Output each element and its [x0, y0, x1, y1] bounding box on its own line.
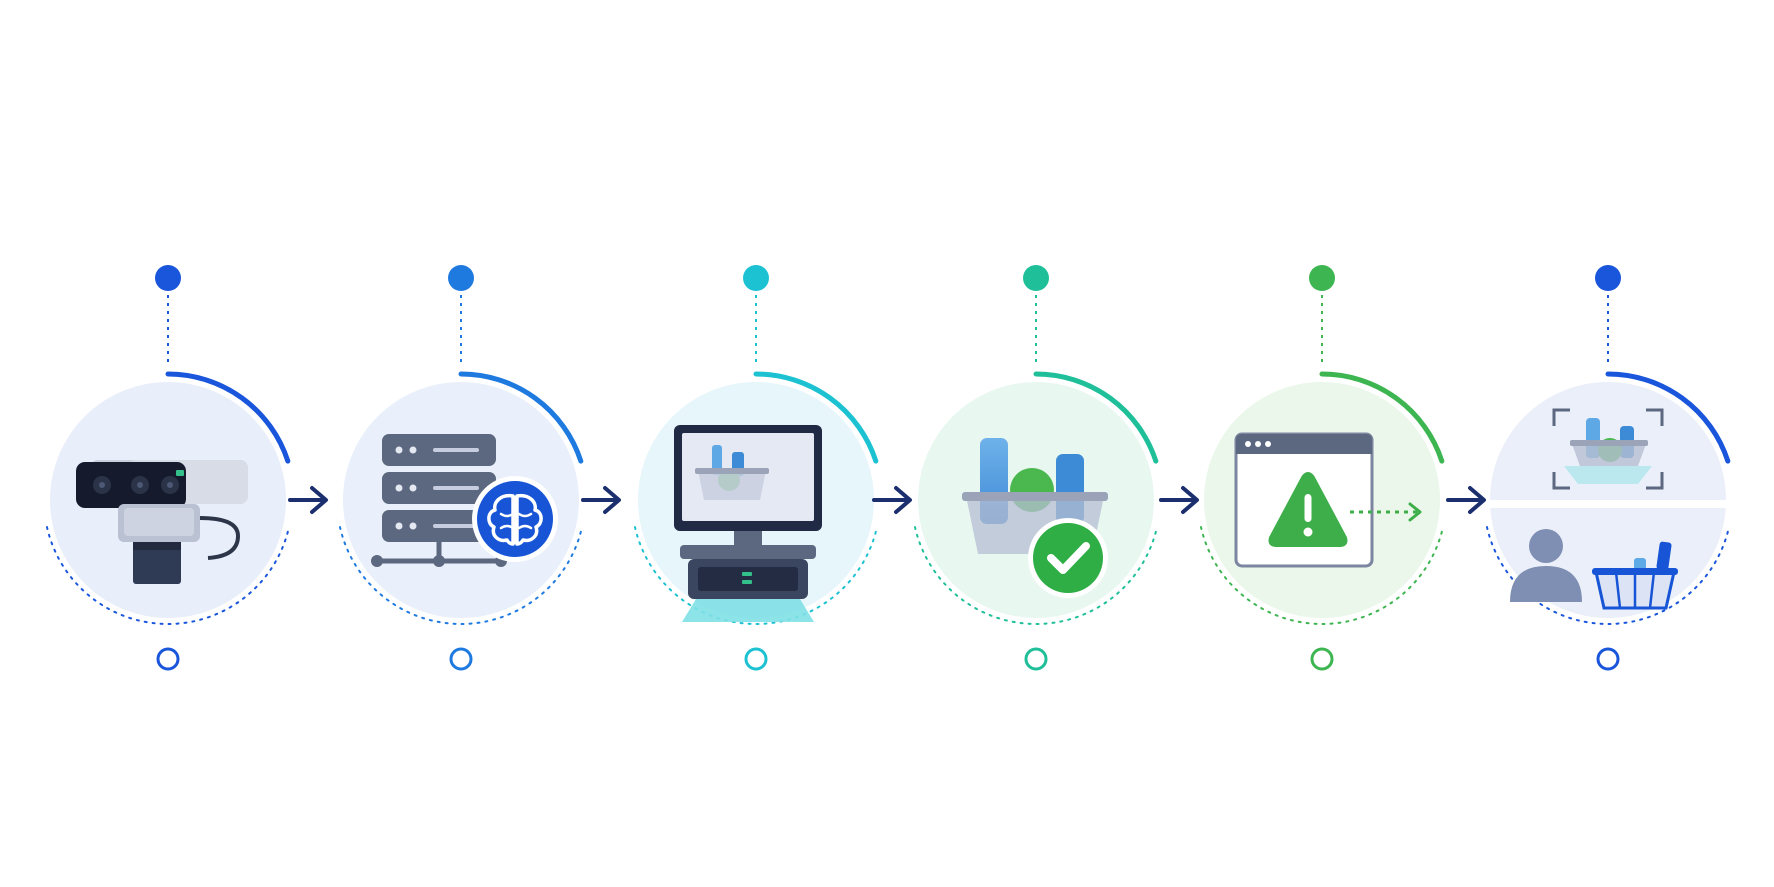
bottom-ring — [1310, 647, 1334, 671]
step-alert — [1199, 265, 1445, 671]
top-pin-dot — [1595, 265, 1621, 291]
progress-arc — [1605, 371, 1731, 464]
flow-arrow-3 — [872, 486, 912, 514]
bottom-ring — [744, 647, 768, 671]
step-review — [1485, 265, 1731, 671]
step-ai-server — [338, 265, 584, 671]
verified-basket-icon — [962, 438, 1108, 598]
progress-arc — [458, 371, 584, 464]
customer-icon — [1510, 529, 1582, 602]
flow-arrow-4 — [1159, 486, 1199, 514]
bottom-ring — [449, 647, 473, 671]
server-brain-icon — [371, 434, 558, 567]
depth-camera-icon — [76, 460, 248, 584]
dotted-frame — [338, 526, 584, 625]
progress-arc — [165, 371, 291, 464]
step-verified — [913, 265, 1159, 671]
dotted-frame — [1199, 526, 1445, 625]
step-camera — [45, 265, 291, 671]
dotted-frame — [913, 526, 1159, 625]
bottom-ring — [1024, 647, 1048, 671]
flow-arrow-2 — [581, 486, 621, 514]
top-pin-dot — [1023, 265, 1049, 291]
progress-arc — [753, 371, 879, 464]
checkout-kiosk-icon — [674, 425, 822, 622]
progress-arc — [1319, 371, 1445, 464]
top-pin-dot — [1309, 265, 1335, 291]
step-checkout — [633, 265, 879, 671]
flow-arrow-5 — [1446, 486, 1486, 514]
basket-icon — [1592, 541, 1678, 610]
top-pin-dot — [448, 265, 474, 291]
bottom-ring — [1596, 647, 1620, 671]
step-decoration — [338, 265, 584, 671]
progress-arc — [1033, 371, 1159, 464]
alert-window-icon — [1234, 432, 1422, 568]
top-pin-dot — [155, 265, 181, 291]
dotted-frame — [45, 526, 291, 625]
flow-arrow-1 — [288, 486, 328, 514]
dotted-frame — [633, 526, 879, 625]
top-pin-dot — [743, 265, 769, 291]
scan-frame-icon — [1552, 408, 1664, 490]
dotted-frame — [1485, 526, 1731, 625]
bottom-ring — [156, 647, 180, 671]
scan-and-customer-icon — [1490, 408, 1726, 610]
step-decoration — [913, 265, 1159, 671]
